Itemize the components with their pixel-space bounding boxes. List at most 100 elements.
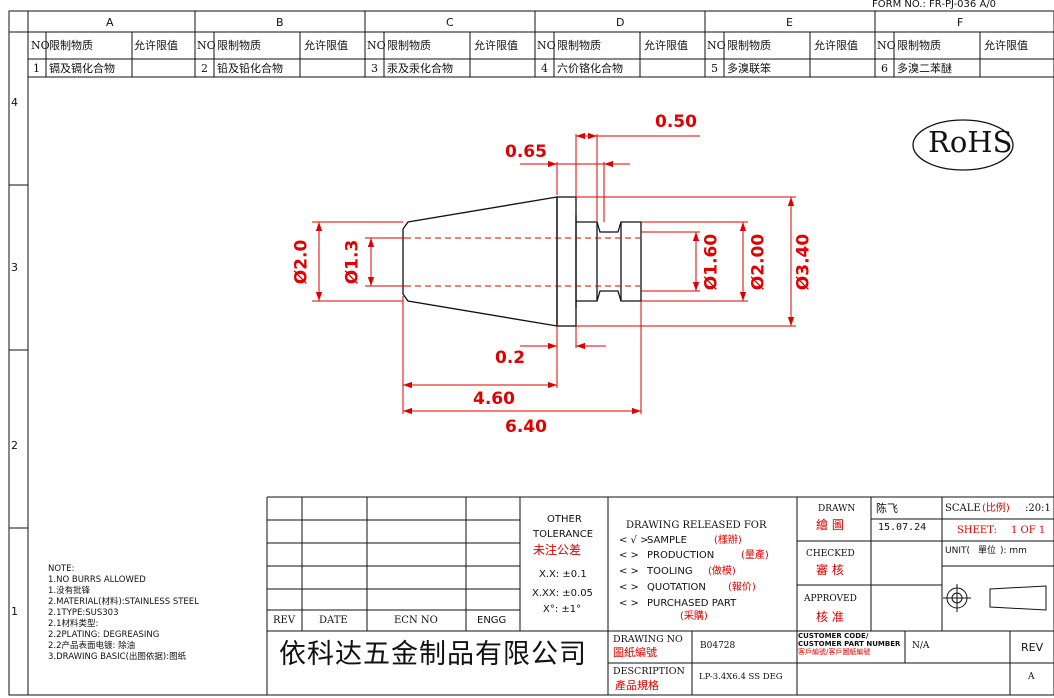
part-outline xyxy=(402,196,642,327)
mt-limit-header: 允许限值 xyxy=(644,39,688,52)
column-label-a: A xyxy=(106,16,114,29)
note-line: NOTE: xyxy=(48,564,75,574)
unit-label-cn: 單位 xyxy=(978,546,997,556)
note-line: 2.MATERIAL(材料):STAINLESS STEEL xyxy=(48,597,199,607)
dim-dia-2-0: Ø2.0 xyxy=(291,239,312,285)
approved-label: APPROVED xyxy=(804,594,857,604)
row-label-2: 2 xyxy=(11,439,18,452)
title-block-grid xyxy=(266,496,1054,695)
unit-label: UNIT( xyxy=(945,546,970,556)
mt-substance: 铅及铅化合物 xyxy=(217,62,283,75)
mt-no-header: NO xyxy=(707,39,726,52)
tolerance-x1: X.X: ±0.1 xyxy=(539,569,587,580)
tolerance-title-2: TOLERANCE xyxy=(533,529,594,540)
mt-no: 3 xyxy=(371,62,378,75)
dim-dia-1-60: Ø1.60 xyxy=(701,233,722,291)
mt-substance: 六价铬化合物 xyxy=(557,62,623,75)
mt-limit-header: 允许限值 xyxy=(304,39,348,52)
column-label-d: D xyxy=(616,16,625,29)
drawing-no-label-cn: 圖紙編號 xyxy=(613,646,657,659)
release-label: TOOLING xyxy=(647,566,693,577)
ecn-header: ECN NO xyxy=(394,615,438,626)
column-label-e: E xyxy=(786,16,793,29)
drawing-no-label: DRAWING NO xyxy=(613,634,683,645)
mt-substance: 镉及镉化合物 xyxy=(49,62,115,75)
note-line: 2.1TYPE:SUS303 xyxy=(48,608,119,618)
mt-limit-header: 允许限值 xyxy=(474,39,518,52)
dim-dia-2-00: Ø2.00 xyxy=(748,233,769,291)
release-mark: < > xyxy=(619,582,639,593)
release-mark: < > xyxy=(619,550,639,561)
sheet-label: SHEET: xyxy=(957,525,997,536)
dim-dia-3-40: Ø3.40 xyxy=(793,233,814,291)
rohs-mark xyxy=(912,119,1014,171)
dim-dia-1-3: Ø1.3 xyxy=(342,239,363,285)
release-label-cn: (量產) xyxy=(741,550,769,561)
checked-label-cn: 審 核 xyxy=(816,563,844,577)
tolerance-x2: X.XX: ±0.05 xyxy=(532,588,593,599)
mt-limit-header: 允许限值 xyxy=(134,39,178,52)
mt-substance-header: 限制物质 xyxy=(727,39,771,52)
note-line: 2.2产品表面电镀: 除油 xyxy=(48,641,136,651)
mt-no-header: NO xyxy=(31,39,50,52)
description-label-cn: 產品規格 xyxy=(615,679,659,692)
row-label-3: 3 xyxy=(11,261,18,274)
mt-substance-header: 限制物质 xyxy=(49,39,93,52)
mt-no-header: NO xyxy=(537,39,556,52)
mt-substance-header: 限制物质 xyxy=(897,39,941,52)
scale-label: SCALE xyxy=(945,503,981,514)
release-label: QUOTATION xyxy=(647,582,706,593)
dim-0-65: 0.65 xyxy=(505,142,547,162)
approved-label-cn: 核 准 xyxy=(816,610,844,624)
release-label: PURCHASED PART xyxy=(647,598,737,609)
mt-substance: 多溴联笨 xyxy=(727,62,771,75)
scale-value: :20:1 xyxy=(1025,503,1051,514)
hidden-bore xyxy=(405,237,640,287)
note-line: 2.1材料类型: xyxy=(48,619,99,629)
unit-value: ): mm xyxy=(1000,546,1027,556)
rev-value: A xyxy=(1028,672,1035,682)
mt-no-header: NO xyxy=(197,39,216,52)
row-zone-lines xyxy=(9,184,28,529)
mt-no: 1 xyxy=(33,62,40,75)
release-title: DRAWING RELEASED FOR xyxy=(626,520,767,531)
dim-6-40: 6.40 xyxy=(505,417,547,437)
tolerance-title-cn: 未注公差 xyxy=(533,543,582,557)
tolerance-title-1: OTHER xyxy=(547,514,582,525)
note-line: 2.2PLATING: DEGREASING xyxy=(48,630,160,640)
form-number: FORM NO.: FR-PJ-036 A/0 xyxy=(872,0,997,10)
column-label-f: F xyxy=(957,16,964,29)
note-line: 1.没有批锋 xyxy=(48,586,91,596)
mt-no-header: NO xyxy=(877,39,896,52)
customer-value: N/A xyxy=(912,641,930,651)
projection-symbol xyxy=(943,584,1047,612)
release-label-cn: (樣辦) xyxy=(714,535,742,546)
drawn-date: 15.07.24 xyxy=(878,522,927,533)
drawn-by: 陈飞 xyxy=(876,502,898,515)
drawn-label-cn: 繪 圖 xyxy=(816,518,844,532)
rev-header: REV xyxy=(273,615,296,626)
description-value: LP-3.4X6.4 SS DEG xyxy=(699,672,783,682)
engg-header: ENGG xyxy=(477,615,507,626)
mt-substance: 多溴二苯醚 xyxy=(897,62,952,75)
mt-substance: 汞及汞化合物 xyxy=(387,62,453,75)
company-name: 依科达五金制品有限公司 xyxy=(279,639,587,670)
release-label-cn: (報价) xyxy=(728,582,756,593)
description-label: DESCRIPTION xyxy=(613,666,685,677)
rev-label: REV xyxy=(1021,641,1044,654)
sheet-value: 1 OF 1 xyxy=(1011,525,1046,536)
release-mark: < > xyxy=(619,598,639,609)
mt-substance-header: 限制物质 xyxy=(557,39,601,52)
column-zone-lines xyxy=(194,11,876,77)
mt-no: 2 xyxy=(201,62,208,75)
release-mark: < √ > xyxy=(619,535,649,546)
drawing-no-value: B04728 xyxy=(700,641,736,651)
mt-substance-header: 限制物质 xyxy=(217,39,261,52)
dim-4-60: 4.60 xyxy=(473,389,515,409)
release-label: SAMPLE xyxy=(647,535,687,546)
material-table-grid xyxy=(28,32,1054,78)
date-header: DATE xyxy=(319,615,348,626)
checked-label: CHECKED xyxy=(806,549,855,559)
tolerance-angle: X°: ±1° xyxy=(543,604,582,615)
dim-0-2: 0.2 xyxy=(495,348,526,368)
